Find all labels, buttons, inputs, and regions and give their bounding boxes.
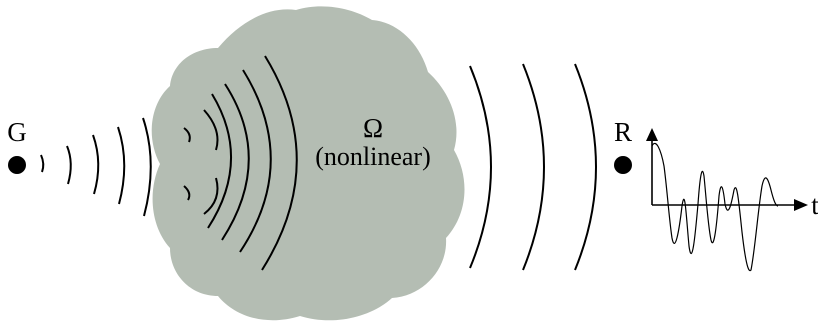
domain-note: (nonlinear) xyxy=(315,142,431,171)
wavefront-arc xyxy=(143,118,151,216)
wavefront-arc xyxy=(93,135,98,194)
wavefront-arc xyxy=(523,64,544,270)
wavefront-arc xyxy=(67,146,71,184)
wavefront-arc xyxy=(118,127,124,204)
signal-vertical-arrowhead xyxy=(646,128,658,141)
wavefront-arcs-left xyxy=(41,118,151,216)
wavefront-arc xyxy=(575,64,596,270)
signal-time-arrowhead xyxy=(794,199,808,211)
receiver-point xyxy=(614,156,632,174)
receiver-label: R xyxy=(614,117,632,147)
wavefront-arc xyxy=(470,66,491,268)
domain-symbol: Ω xyxy=(363,113,383,143)
source-label: G xyxy=(7,117,27,147)
signal-waveform xyxy=(652,143,778,270)
received-signal-plot: t xyxy=(646,128,818,271)
wavefront-arc xyxy=(41,155,43,172)
wavefront-arcs-right xyxy=(470,64,596,270)
time-axis-label: t xyxy=(811,190,818,220)
source-point xyxy=(8,156,26,174)
